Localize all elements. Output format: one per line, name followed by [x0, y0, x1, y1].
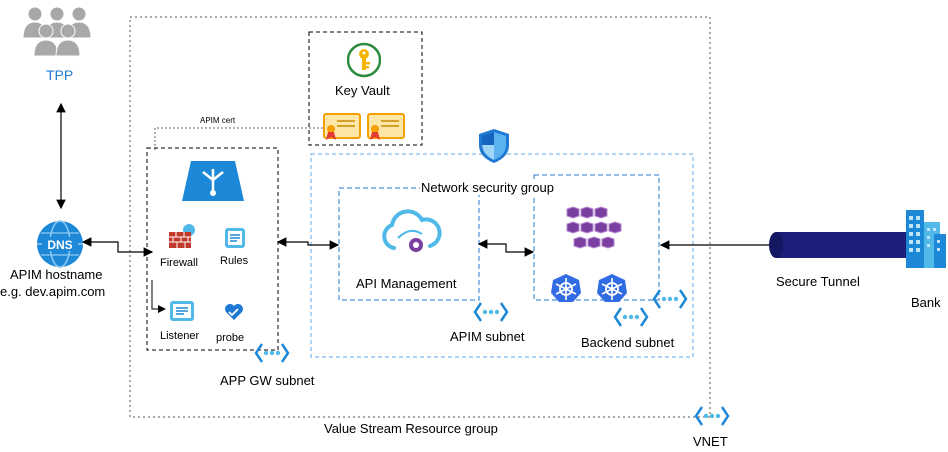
listener-label: Listener	[160, 330, 200, 342]
app-gw-subnet-label: APP GW subnet	[220, 373, 315, 388]
api-management-label: API Management	[356, 276, 457, 291]
vnet-label: VNET	[693, 434, 728, 449]
kubernetes-icon	[551, 274, 581, 302]
rules-icon	[225, 228, 245, 248]
probe-heart-icon	[225, 304, 243, 320]
apim-cert-line	[154, 127, 325, 150]
apim-hostname-example: e.g. dev.apim.com	[0, 284, 106, 299]
nsg-label: Network security group	[420, 180, 555, 195]
rules-label: Rules	[220, 255, 249, 267]
probe-label: probe	[216, 332, 245, 344]
kubernetes-icon-2	[597, 274, 627, 302]
vnet-icon	[694, 406, 730, 426]
tpp-label: TPP	[46, 67, 74, 83]
bank-label: Bank	[911, 295, 941, 310]
backend-subnet-box	[533, 174, 660, 301]
certificate-icon	[323, 113, 361, 140]
secure-tunnel-label: Secure Tunnel	[776, 274, 860, 289]
appgw-apim-arrow	[276, 237, 340, 250]
firewall-icon	[169, 224, 195, 248]
api-management-icon	[382, 209, 442, 252]
listener-icon	[170, 301, 194, 321]
subnet-icon-apim	[473, 302, 509, 322]
shield-icon	[479, 129, 509, 163]
key-vault-icon	[347, 42, 381, 78]
apim-subnet-label: APIM subnet	[450, 329, 525, 344]
resource-group-boundary	[129, 16, 711, 418]
dns-icon: DNS	[37, 220, 83, 268]
secure-tunnel-icon	[769, 232, 923, 258]
subnet-icon-backend	[613, 307, 649, 327]
subnet-icon-nsg	[652, 289, 688, 309]
certificate-icon-2	[367, 113, 405, 140]
bank-building-icon	[906, 210, 946, 268]
users-group-icon	[22, 6, 92, 57]
apim-hostname-label: APIM hostname	[10, 267, 103, 282]
firewall-label: Firewall	[160, 257, 198, 269]
listener-arrow	[151, 280, 166, 313]
dns-appgw-arrow	[81, 237, 154, 257]
subnet-icon-appgw	[254, 343, 290, 363]
apim-cert-label: APIM cert	[200, 116, 236, 125]
apim-backend-arrow	[477, 239, 535, 257]
kubernetes-cluster-icon	[566, 206, 622, 249]
key-vault-label: Key Vault	[335, 83, 390, 98]
resource-group-label: Value Stream Resource group	[324, 421, 498, 436]
application-gateway-icon	[182, 161, 244, 201]
dns-text: DNS	[47, 238, 72, 252]
key-vault-box	[308, 31, 423, 146]
backend-subnet-label: Backend subnet	[581, 335, 675, 350]
